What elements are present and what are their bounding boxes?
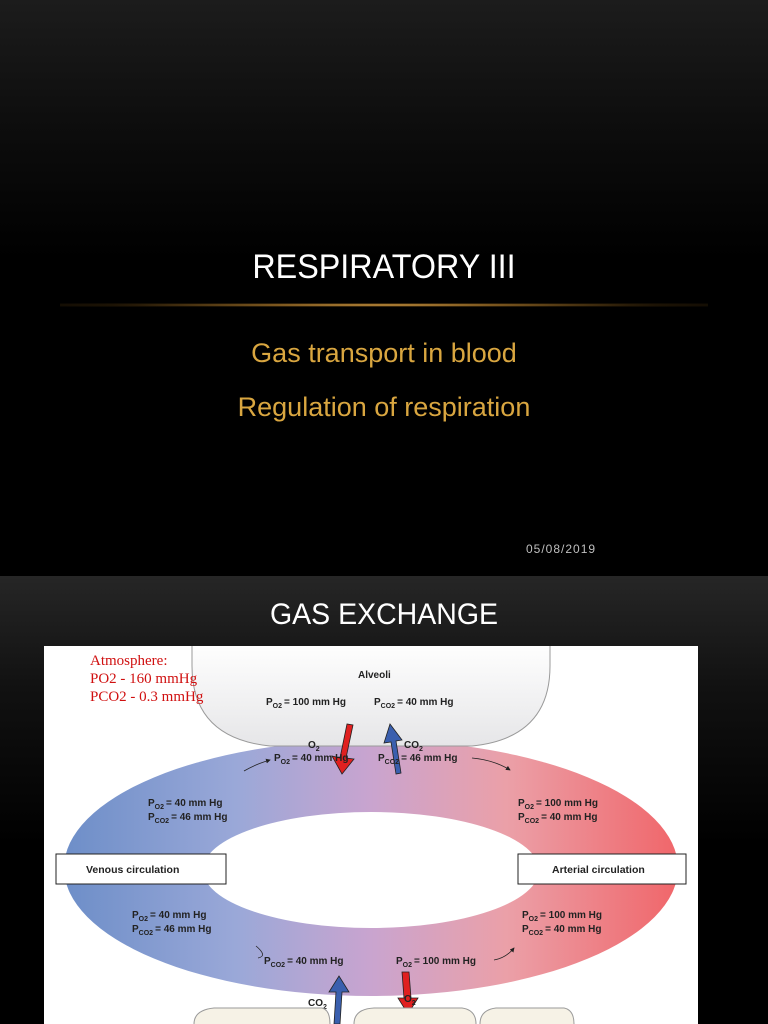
o2-label-top: O2 [308,740,320,753]
co2-arrow-bottom-icon [328,975,350,1024]
gas-exchange-svg: Alveoli PO2= 100 mm Hg PCO2= 40 mm Hg O2… [55,646,687,1024]
flow-arrow-top-right [471,757,511,771]
flow-arrow-top-left [243,758,271,772]
left-bottom-po2-text: PO2= 40 mm Hg [132,910,206,923]
co2-label-bottom: CO2 [308,998,327,1011]
top-po2-text: PO2= 40 mm Hg [274,753,348,766]
o2-arrow-bottom-icon [397,971,419,1015]
right-bottom-pco2-text: PCO2= 40 mm Hg [522,924,602,937]
venous-circulation-box [55,853,227,885]
subtitle-line-2: Regulation of respiration [237,392,531,422]
co2-label-top: CO2 [404,740,423,753]
slide-title: GAS EXCHANGE [269,598,499,631]
alveoli-po2-text: PO2= 100 mm Hg [266,697,346,710]
top-pco2-text: PCO2= 46 mm Hg [378,753,458,766]
bottom-po2-text: PO2= 100 mm Hg [396,956,476,969]
tissue-cell-2 [353,1007,477,1024]
left-top-po2-text: PO2= 40 mm Hg [148,798,222,811]
co2-arrow-icon [383,723,403,775]
flow-arrow-bottom-left [255,945,263,959]
subtitle-line-1: Gas transport in blood [251,338,517,368]
atmosphere-po2: PO2 - 160 mmHg [90,671,198,687]
arterial-circulation-label: Arterial circulation [552,864,645,876]
alveoli-label: Alveoli [358,670,391,681]
ring-center [203,812,539,928]
venous-circulation-label: Venous circulation [86,864,179,876]
flow-arrow-bottom-right [493,947,515,961]
alveoli-pco2-text: PCO2= 40 mm Hg [374,697,454,710]
right-top-pco2-text: PCO2= 40 mm Hg [518,812,598,825]
left-top-pco2-text: PCO2= 46 mm Hg [148,812,228,825]
o2-arrow-icon [331,723,355,775]
tissue-cell-3 [479,1007,575,1024]
gas-exchange-slide: GAS EXCHANGE [0,576,768,1024]
slide-date: 05/08/2019 [526,542,597,556]
atmosphere-pco2: PCO2 - 0.3 mmHg [90,689,204,705]
atmosphere-heading: Atmosphere: [90,653,168,669]
o2-label-bottom: O2 [404,994,416,1007]
title-slide: RESPIRATORY III Gas transport in blood R… [0,0,768,576]
right-bottom-po2-text: PO2= 100 mm Hg [522,910,602,923]
arterial-circulation-box [517,853,687,885]
title-underline-glow [60,303,708,307]
right-top-po2-text: PO2= 100 mm Hg [518,798,598,811]
bottom-pco2-text: PCO2= 40 mm Hg [264,956,344,969]
gas-exchange-diagram: Alveoli PO2= 100 mm Hg PCO2= 40 mm Hg O2… [44,646,698,1024]
tissue-cell-1 [193,1007,331,1024]
alveoli-dome [191,646,551,747]
left-bottom-pco2-text: PCO2= 46 mm Hg [132,924,212,937]
slide-title: RESPIRATORY III [252,248,516,286]
